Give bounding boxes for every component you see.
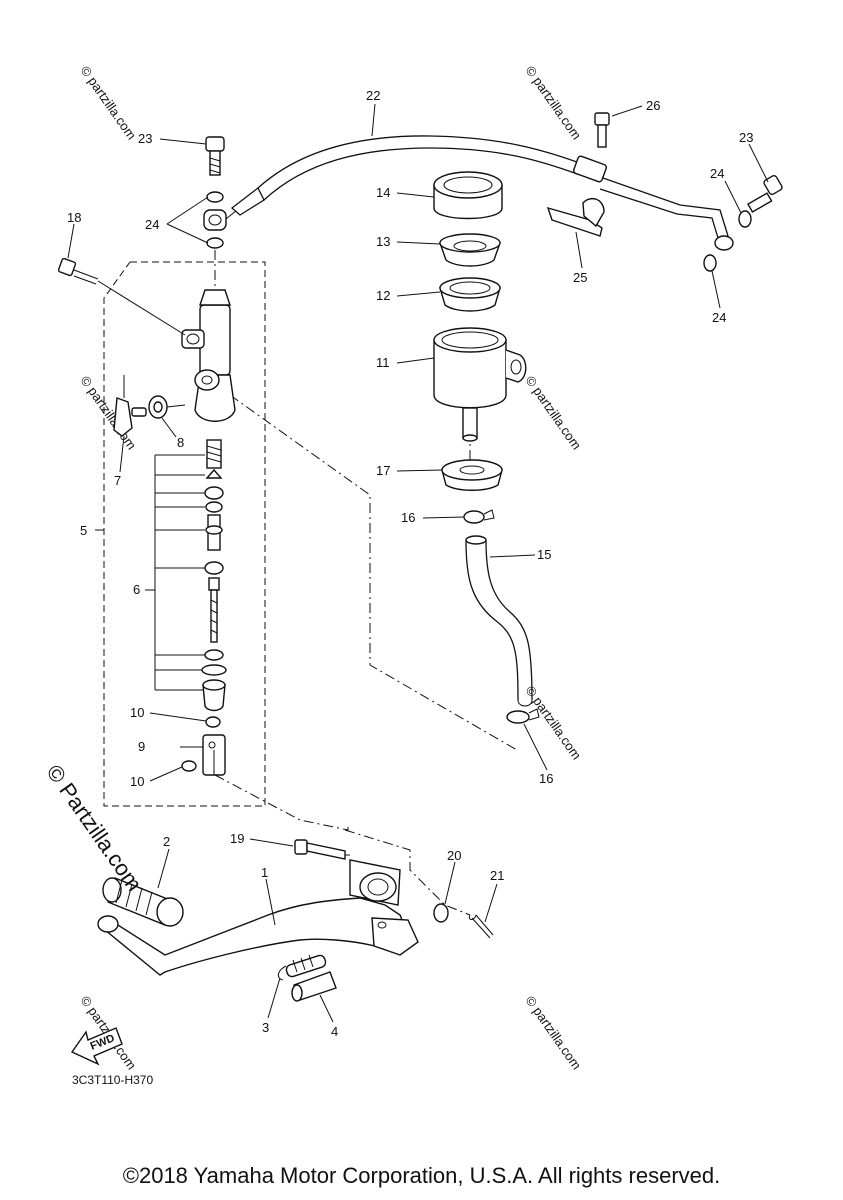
callout-10: 10 [130, 705, 144, 720]
washer-24-right-top [738, 210, 752, 228]
callout-24: 24 [710, 166, 724, 181]
nut-10-bottom [181, 760, 197, 772]
nut-10-top [205, 716, 221, 728]
centerline-hose [229, 394, 518, 751]
fwd-arrow-icon: FWD [70, 1027, 123, 1066]
callout-11: 11 [376, 355, 390, 370]
hose-clip-16-bottom [506, 708, 540, 724]
callout-25: 25 [573, 270, 587, 285]
washer-24-right-bottom [703, 254, 717, 272]
callout-17: 17 [376, 463, 390, 478]
banjo-bolt-right [747, 174, 783, 213]
brake-hose [221, 135, 734, 251]
banjo-bolt-left [205, 136, 225, 176]
callout-4: 4 [331, 1024, 338, 1039]
return-spring-3 [277, 954, 327, 981]
callout-18: 18 [67, 210, 81, 225]
callout-5: 5 [80, 523, 87, 538]
callout-16: 16 [539, 771, 553, 786]
washer-24-top [206, 191, 224, 203]
reservoir-11 [433, 327, 527, 442]
assembly-5-boundary [103, 261, 266, 807]
callout-24: 24 [145, 217, 159, 232]
callout-1: 1 [261, 865, 268, 880]
mounting-bolt-18 [57, 257, 186, 336]
callout-24: 24 [712, 310, 726, 325]
reservoir-cap-14 [433, 171, 503, 220]
reservoir-hose-15 [465, 535, 533, 707]
reservoir-boot-17 [441, 459, 503, 491]
callout-10: 10 [130, 774, 144, 789]
callout-13: 13 [376, 234, 390, 249]
figure-code: 3C3T110-H370 [72, 1073, 154, 1087]
callout-22: 22 [366, 88, 380, 103]
watermark: © partzilla.com [523, 63, 585, 142]
callout-20: 20 [447, 848, 461, 863]
callout-3: 3 [262, 1020, 269, 1035]
callout-21: 21 [490, 868, 504, 883]
clevis-9 [180, 734, 226, 776]
spring-sleeve-4 [291, 971, 337, 1002]
pedal-rubber-2 [102, 877, 184, 927]
hose-clip-16-top [463, 509, 495, 524]
callout-14: 14 [376, 185, 390, 200]
bracket-bolt-26 [594, 112, 610, 148]
brake-pedal-1 [97, 859, 419, 976]
leader-lines [67, 103, 769, 1023]
copyright-notice: ©2018 Yamaha Motor Corporation, U.S.A. A… [122, 1163, 721, 1188]
cylinder-kit-6 [145, 439, 227, 712]
callout-26: 26 [646, 98, 660, 113]
callout-2: 2 [163, 834, 170, 849]
callout-7: 7 [114, 473, 121, 488]
callout-6: 6 [133, 582, 140, 597]
centerline-rod [214, 774, 349, 831]
callout-23: 23 [138, 131, 152, 146]
callout-16: 16 [401, 510, 415, 525]
watermark: © partzilla.com [523, 993, 585, 1072]
hose-bracket-25 [546, 197, 605, 237]
pivot-bolt-19 [294, 839, 350, 860]
washer-24-bottom [206, 237, 224, 249]
diaphragm-13 [439, 233, 501, 267]
grommet-8 [148, 395, 186, 419]
callout-12: 12 [376, 288, 390, 303]
plate-12 [439, 277, 501, 312]
cotter-pin-21 [468, 914, 494, 939]
hose-joint-7 [113, 375, 147, 437]
watermark: © partzilla.com [523, 373, 585, 452]
callout-19: 19 [230, 831, 244, 846]
callout-numbers: 22 23 24 18 26 23 24 24 25 14 13 12 11 1… [67, 88, 753, 1039]
centerline-pivot [344, 829, 471, 916]
callout-23: 23 [739, 130, 753, 145]
washer-20 [433, 903, 449, 923]
master-cylinder-body [181, 289, 236, 422]
callout-9: 9 [138, 739, 145, 754]
callout-8: 8 [177, 435, 184, 450]
banjo-fitting-left [203, 209, 227, 231]
callout-15: 15 [537, 547, 551, 562]
watermark: © partzilla.com [78, 63, 140, 142]
